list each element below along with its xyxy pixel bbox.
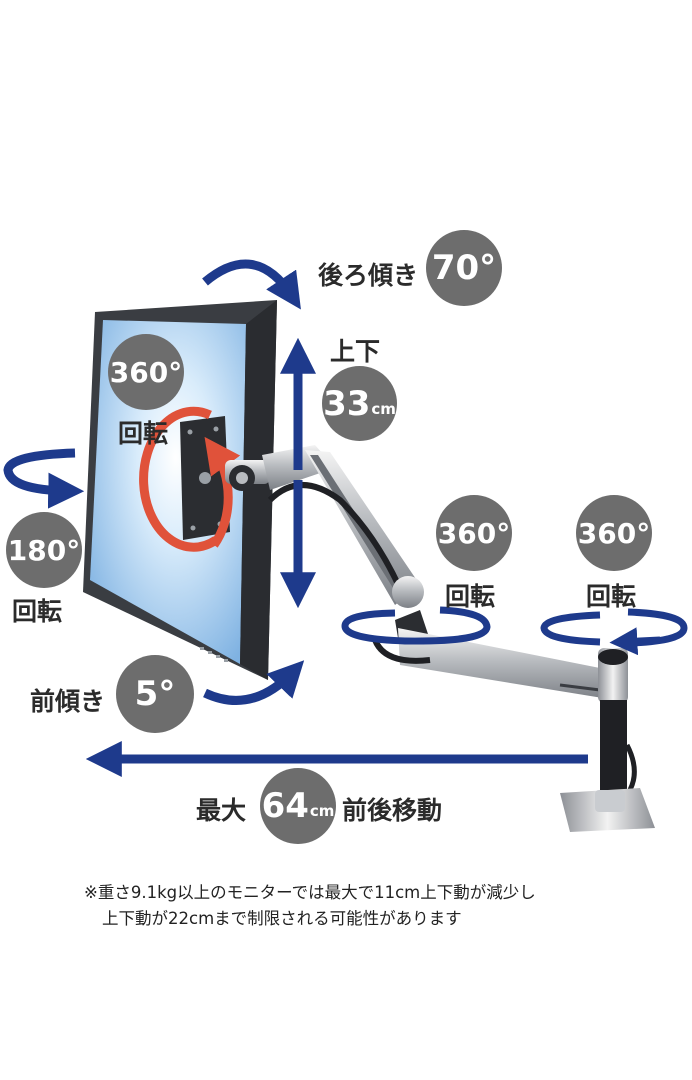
vertical-label: 上下 (330, 337, 381, 366)
depth-prefix: 最大 (196, 796, 247, 825)
pole-rotate-arrow-icon (540, 608, 688, 647)
tilt-forward-badge: 5° (116, 655, 194, 733)
arm-rotate-arrow-icon (341, 606, 491, 645)
monitor-buttons-icon (200, 647, 228, 662)
footnote-line-2: 上下動が22cmまで制限される可能性があります (102, 909, 462, 928)
depth-suffix: 前後移動 (342, 796, 443, 825)
arm-rotate-label: 回転 (445, 582, 496, 611)
tilt-forward-arrow-icon (203, 660, 305, 705)
screen-rotate-label: 回転 (118, 419, 169, 448)
arm-rotate-badge: 360° (436, 495, 512, 571)
tilt-back-arrow-icon (202, 259, 301, 310)
screen-rotate-badge: 360° (108, 334, 184, 410)
screen-rotate-arrow-icon (139, 406, 241, 552)
tilt-forward-label: 前傾き (30, 687, 106, 716)
tilt-back-badge: 70° (426, 230, 502, 306)
tilt-back-label: 後ろ傾き (318, 261, 419, 290)
side-rotate-badge: 180° (6, 512, 82, 588)
side-rotate-arrow-icon (3, 448, 85, 509)
pole-rotate-label: 回転 (586, 582, 637, 611)
pole-rotate-badge: 360° (576, 495, 652, 571)
side-rotate-label: 回転 (12, 597, 63, 626)
footnote-line-1: ※重さ9.1kg以上のモニターでは最大で11cm上下動が減少し (84, 883, 536, 902)
